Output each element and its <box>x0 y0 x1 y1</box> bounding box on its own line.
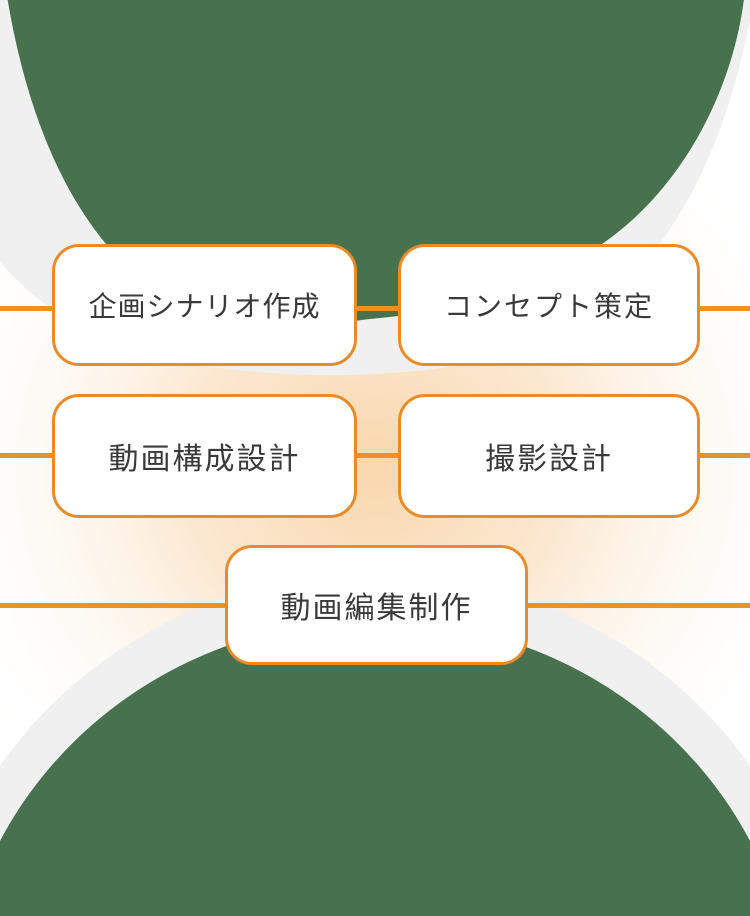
step-box-concept: コンセプト策定 <box>398 244 700 366</box>
step-box-video-structure: 動画構成設計 <box>52 394 357 518</box>
step-label: 動画構成設計 <box>108 443 301 476</box>
step-label: 撮影設計 <box>485 443 613 476</box>
step-box-video-editing: 動画編集制作 <box>225 545 528 665</box>
step-label: コンセプト策定 <box>443 291 654 322</box>
bottom-green-blob-shape <box>0 620 750 916</box>
step-label: 企画シナリオ作成 <box>88 291 321 322</box>
connector-line-row-1 <box>0 306 750 311</box>
connector-line-row-2 <box>0 453 750 458</box>
step-label: 動画編集制作 <box>280 592 473 625</box>
step-box-shooting-design: 撮影設計 <box>398 394 700 518</box>
step-box-planning-scenario: 企画シナリオ作成 <box>52 244 357 366</box>
